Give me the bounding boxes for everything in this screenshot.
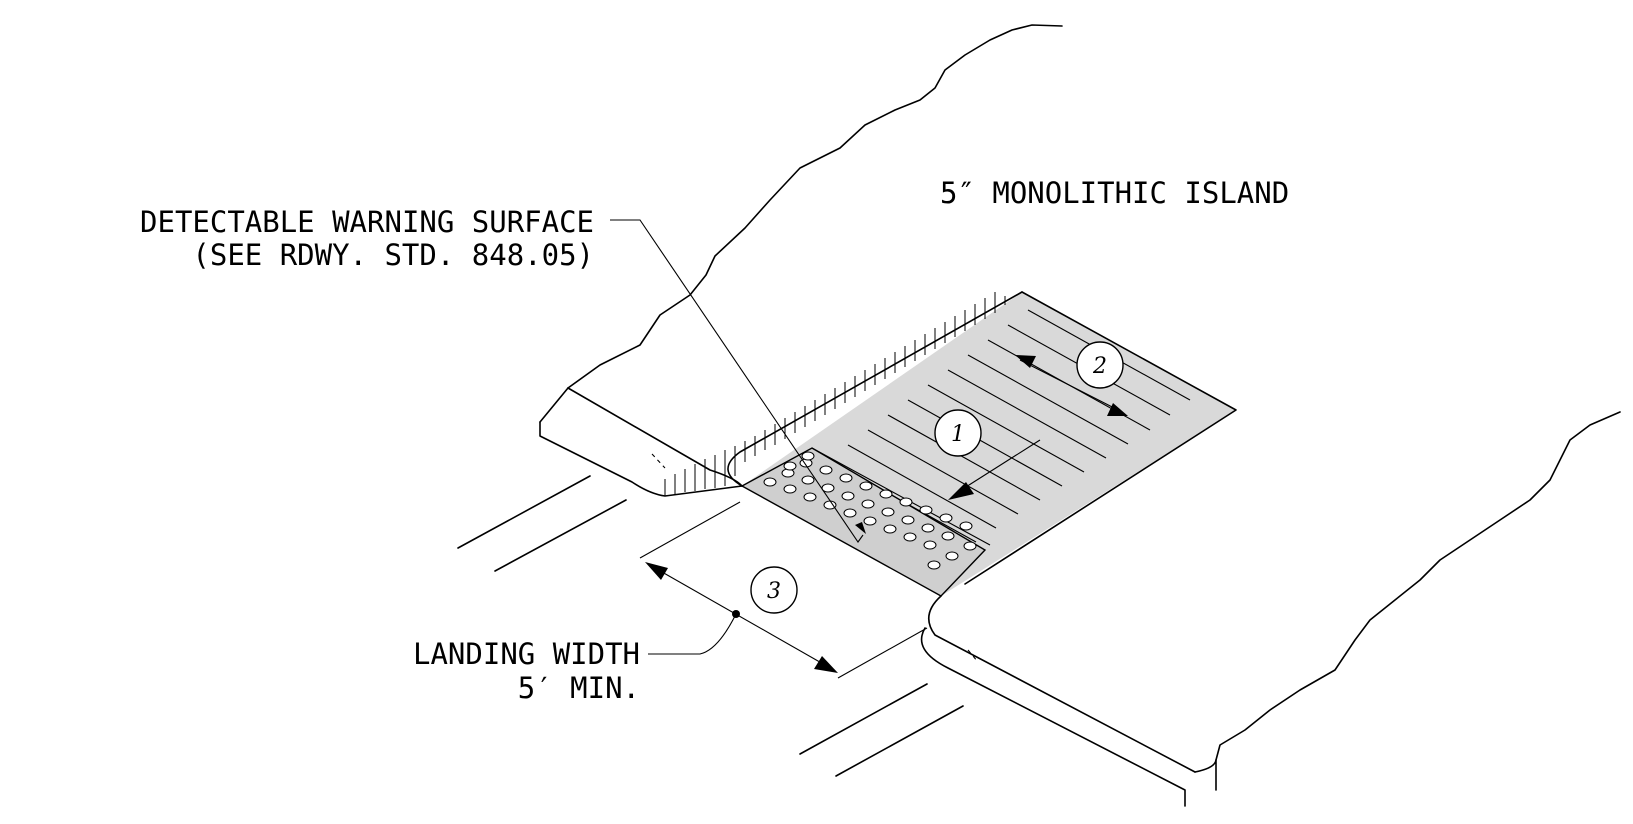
landing-leader-line (648, 613, 737, 655)
upper-curb-top (567, 387, 743, 487)
running-slope-arrow-line (1019, 359, 1123, 413)
island-label: 5″ MONOLITHIC ISLAND (940, 176, 1289, 210)
upper-curb-outer (539, 387, 569, 423)
callout-2-number: 2 (1092, 354, 1107, 379)
landing-width-label-line1: LANDING WIDTH (413, 637, 640, 671)
callout-3: 3 (750, 566, 798, 614)
warning-leader-arrow (855, 522, 866, 534)
upper-curb-left-end (539, 421, 743, 497)
landing-width-label-line2: 5′ MIN. (518, 671, 640, 705)
warning-surface-label-line2: (SEE RDWY. STD. 848.05) (192, 238, 594, 272)
lower-curb-end (1194, 759, 1217, 791)
dimension-extension-upper (639, 501, 741, 559)
lower-curb-front (920, 627, 1186, 807)
running-slope-arrowhead-down (1107, 403, 1128, 416)
gutter-line-upper-b (494, 499, 627, 572)
dimension-arrow-lower (814, 656, 838, 673)
dimension-arrow-upper (645, 562, 668, 580)
warning-surface-label-line1: DETECTABLE WARNING SURFACE (140, 205, 594, 239)
curb-hatching (664, 292, 1006, 496)
upper-curb-joint (651, 453, 666, 469)
lower-curb-top (928, 595, 1196, 773)
callout-1: 1 (934, 409, 982, 457)
detectable-warning-surface (740, 447, 987, 597)
dimension-extension-lower (837, 627, 928, 679)
ramp-surface-edge (964, 291, 1237, 585)
landing-dimension-line (654, 567, 826, 666)
lower-curb-joint (967, 649, 979, 663)
cross-slope-arrowhead (948, 482, 974, 500)
callout-2: 2 (1076, 341, 1124, 389)
upper-island-break-line (567, 24, 1063, 389)
callout-1-number: 1 (951, 422, 965, 447)
warning-leader-line (610, 219, 864, 543)
upper-curb-return (727, 291, 1023, 487)
running-slope-arrowhead-up (1015, 355, 1036, 368)
gutter-line-upper-a (457, 475, 591, 549)
callout-3-number: 3 (767, 579, 781, 604)
cross-slope-arrow-line (957, 439, 1041, 493)
lower-island-break-line (1215, 411, 1621, 761)
gutter-line-lower-b (835, 705, 964, 777)
ramp-surface (742, 292, 1236, 596)
gutter-line-lower-a (799, 683, 928, 755)
warning-surface-boundary (811, 447, 991, 546)
